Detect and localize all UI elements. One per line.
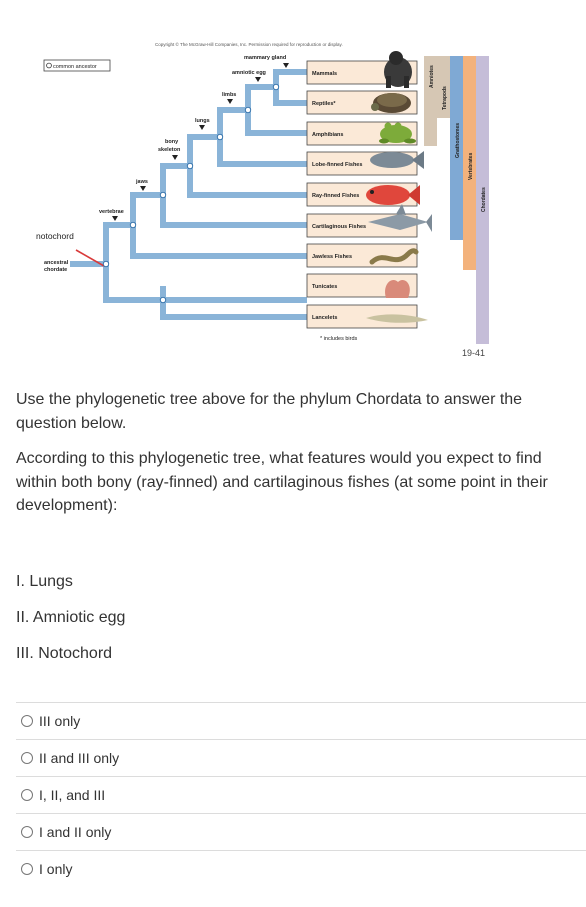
phylogenetic-tree: Copyright © The McGraw-Hill Companies, I… — [36, 41, 489, 358]
question-block: Use the phylogenetic tree above for the … — [16, 388, 566, 530]
trait-vertebrae: vertebrae — [99, 209, 124, 215]
answer-option-label: I, II, and III — [39, 787, 106, 803]
taxon-label-reptiles: Reptiles* — [312, 101, 336, 107]
tree-branches — [70, 69, 307, 320]
radio-button[interactable] — [21, 789, 33, 801]
radio-button[interactable] — [21, 863, 33, 875]
question-prompt: According to this phylogenetic tree, wha… — [16, 450, 548, 514]
feature-item: I. Lungs — [16, 573, 73, 590]
taxon-label-lancelets: Lancelets — [312, 315, 337, 321]
trait-jaws: jaws — [135, 179, 148, 185]
vertebrates-bar — [463, 56, 476, 270]
gnathostomes-bar — [450, 56, 463, 240]
tetrapods-bar — [437, 56, 450, 118]
question-intro: Use the phylogenetic tree above for the … — [16, 391, 523, 432]
answer-option-4[interactable]: I and II only — [16, 813, 586, 850]
ancestral-chordate-line2: chordate — [44, 267, 67, 273]
answer-option-3[interactable]: I, II, and III — [16, 776, 586, 813]
taxon-label-cartilaginous-fishes: Cartilaginous Fishes — [312, 224, 366, 230]
trait-limbs: limbs — [222, 92, 236, 98]
tree-nodes — [102, 83, 280, 304]
legend-label: common ancestor — [53, 64, 97, 70]
legend-box — [43, 59, 111, 72]
lancelet-illustration — [366, 314, 428, 323]
answer-option-label: I only — [39, 861, 73, 877]
group-label-gnathostomes: Gnathostomes — [455, 123, 461, 158]
answer-option-label: II and III only — [39, 750, 120, 766]
tunicate-illustration — [385, 279, 410, 298]
trait-lungs: lungs — [195, 118, 210, 124]
taxon-label-mammals: Mammals — [312, 71, 337, 77]
amphibian-frog-illustration — [379, 122, 416, 144]
copyright-text: Copyright © The McGraw-Hill Companies, I… — [155, 41, 343, 47]
answer-option-2[interactable]: II and III only — [16, 739, 586, 776]
reptile-turtle-illustration — [371, 93, 411, 113]
ancestor-node-icon — [46, 62, 52, 69]
figure-number: 19-41 — [462, 348, 485, 358]
radio-button[interactable] — [21, 826, 33, 838]
trait-amniotic-egg: amniotic egg — [232, 70, 266, 76]
ancestral-chordate-line1: ancestral — [44, 260, 69, 266]
notochord-pointer — [75, 249, 105, 267]
taxon-label-jawless-fishes: Jawless Fishes — [312, 254, 352, 260]
taxon-label-lobe-finned-fishes: Lobe-finned Fishes — [312, 162, 362, 168]
group-label-vertebrates: Vertebrates — [468, 153, 474, 180]
mammal-gorilla-illustration — [384, 51, 412, 88]
cartilaginous-fish-shark-illustration — [368, 204, 432, 232]
answer-option-1[interactable]: III only — [16, 702, 586, 739]
group-label-amniotes: Amniotes — [429, 65, 435, 88]
chordates-bar — [476, 56, 489, 344]
trait-bony-skeleton-line2: skeleton — [158, 147, 181, 153]
footnote: * includes birds — [320, 336, 358, 342]
trait-arrows — [112, 63, 289, 221]
trait-mammary-gland: mammary gland — [244, 55, 286, 61]
lobe-finned-fish-illustration — [370, 151, 424, 169]
feature-item: II. Amniotic egg — [16, 609, 126, 626]
phylogenetic-tree-figure: Copyright © The McGraw-Hill Companies, I… — [0, 0, 586, 370]
taxon-label-amphibians: Amphibians — [312, 132, 343, 138]
feature-item: III. Notochord — [16, 645, 113, 662]
taxon-label-ray-finned-fishes: Ray-finned Fishes — [312, 193, 359, 199]
feature-list: I. Lungs II. Amniotic egg III. Notochord — [16, 570, 125, 678]
jawless-fish-lamprey-illustration — [369, 248, 419, 265]
answer-choices: III only II and III only I, II, and III … — [16, 702, 586, 887]
ray-finned-fish-illustration — [366, 185, 420, 205]
group-label-tetrapods: Tetrapods — [442, 86, 448, 110]
radio-button[interactable] — [21, 752, 33, 764]
answer-option-label: III only — [39, 713, 81, 729]
trait-bony-skeleton-line1: bony — [165, 139, 179, 145]
taxon-label-tunicates: Tunicates — [312, 284, 337, 290]
trait-notochord: notochord — [36, 231, 74, 241]
group-label-chordates: Chordates — [481, 187, 487, 212]
answer-option-5[interactable]: I only — [16, 850, 586, 887]
answer-option-label: I and II only — [39, 824, 112, 840]
radio-button[interactable] — [21, 715, 33, 727]
